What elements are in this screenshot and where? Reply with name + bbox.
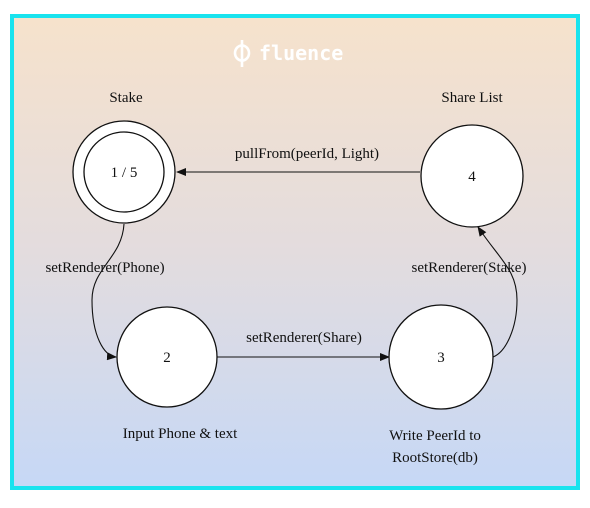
phi-icon <box>233 40 251 67</box>
edge-label-s1-s2: setRenderer(Phone) <box>45 260 164 276</box>
state-3-caption-line1: Write PeerId to <box>389 428 481 444</box>
state-node-1: 1 / 5 <box>72 120 176 224</box>
state-node-2: 2 <box>116 306 218 408</box>
state-2-number: 2 <box>163 350 171 366</box>
state-3-number: 3 <box>437 350 445 366</box>
edge-label-s2-s3: setRenderer(Share) <box>246 330 362 346</box>
edge-label-s3-s4: setRenderer(Stake) <box>412 260 527 276</box>
state-node-3: 3 <box>388 304 494 410</box>
fluence-logo: fluence <box>233 40 343 67</box>
state-3-caption-line2: RootStore(db) <box>392 450 478 466</box>
state-1-number: 1 / 5 <box>111 165 138 181</box>
state-1-title: Stake <box>109 90 143 106</box>
edge-s1-s2 <box>91 223 125 361</box>
edge-s3-s4 <box>477 226 518 358</box>
state-node-4: 4 <box>420 124 524 228</box>
diagram-frame <box>10 14 580 490</box>
state-4-title: Share List <box>441 90 503 106</box>
state-2-caption: Input Phone & text <box>123 426 238 442</box>
state-4-number: 4 <box>468 169 476 185</box>
edge-label-s4-s1: pullFrom(peerId, Light) <box>235 146 379 162</box>
logo-text: fluence <box>259 41 343 65</box>
